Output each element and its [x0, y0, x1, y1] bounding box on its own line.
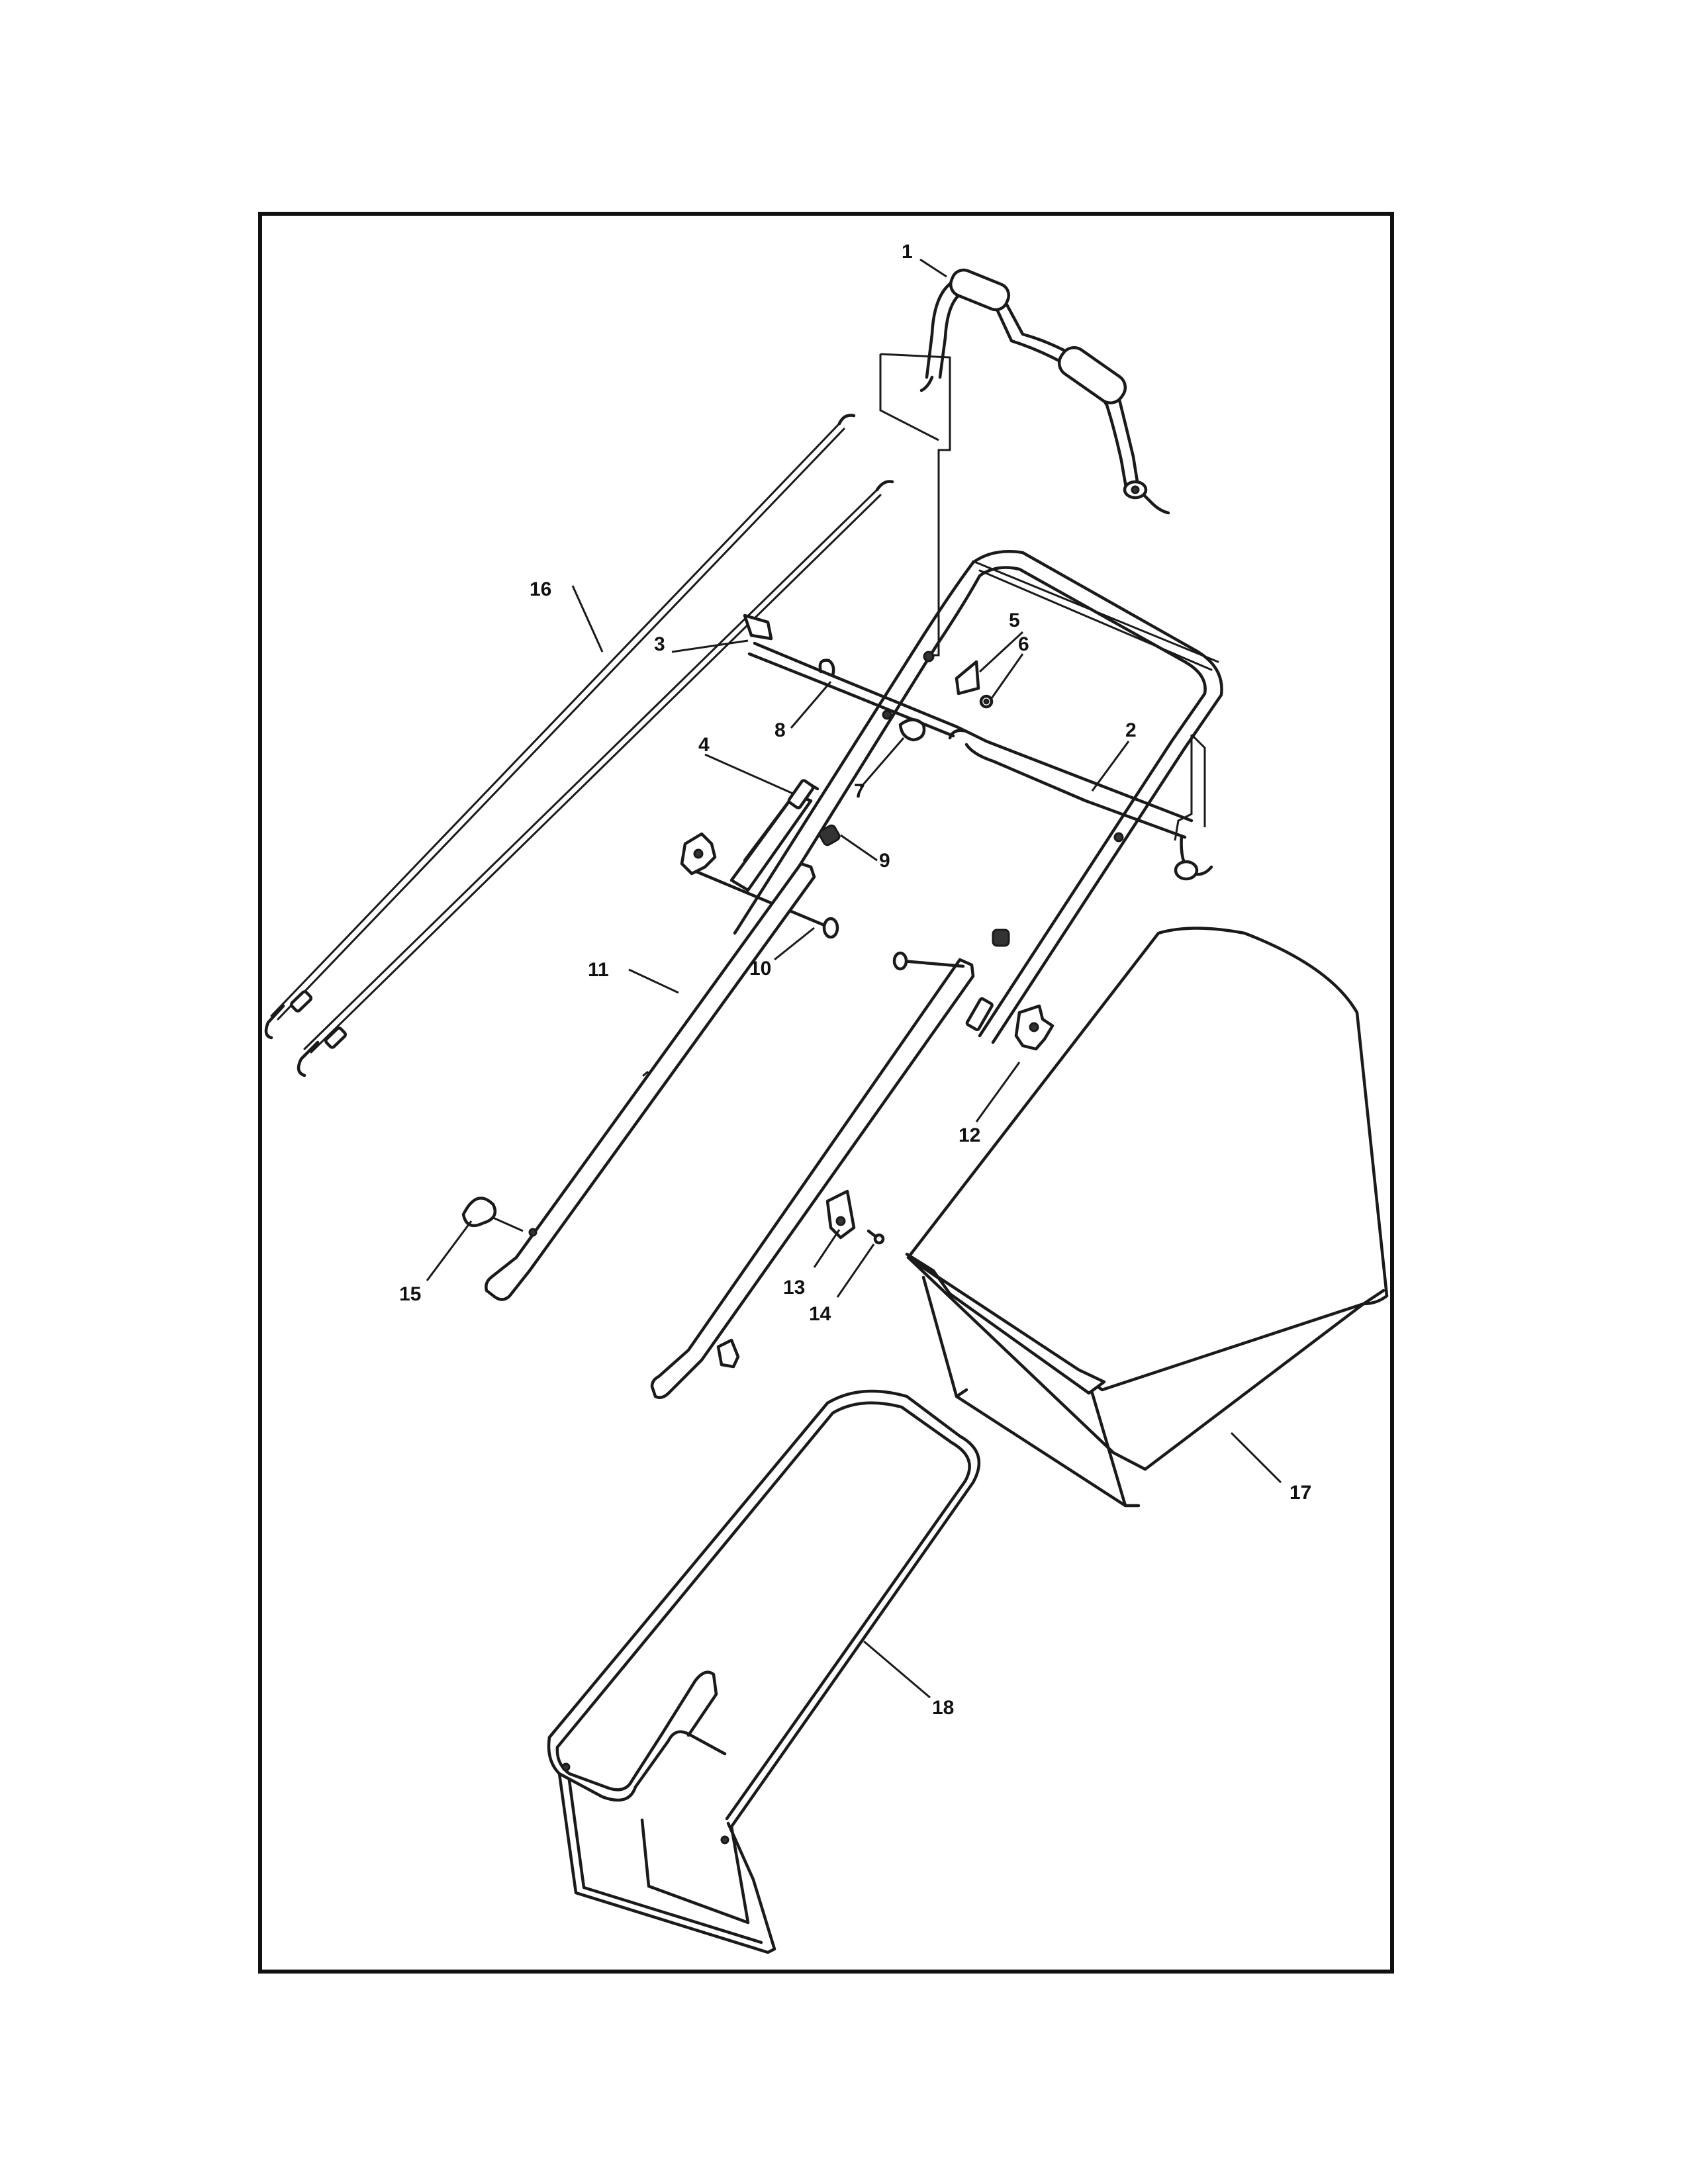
- part-2-crossbar: [747, 641, 1213, 881]
- callout-14: 14: [809, 1303, 831, 1325]
- upper-bolt-right: [892, 929, 1010, 971]
- callout-labels: 1 2 3 4 5 6 7 8 9 10 11 12 13 14 15 16 1…: [399, 241, 1311, 1719]
- part-3-cable: [297, 480, 894, 1077]
- part-9-nut: [818, 824, 841, 846]
- part-2-lower-handle: [733, 550, 1223, 1044]
- callout-7: 7: [854, 780, 865, 802]
- callout-11: 11: [588, 959, 609, 981]
- callout-2: 2: [1125, 719, 1137, 741]
- bottom-knob: [716, 1338, 740, 1369]
- callout-9: 9: [879, 850, 890, 872]
- part-14-screw: [867, 1229, 885, 1245]
- part-15-wing-nut: [461, 1197, 524, 1232]
- part-18-bag-frame: [547, 1389, 981, 1954]
- part-12-knob: [1014, 1004, 1055, 1051]
- part-8-clip: [818, 659, 835, 677]
- callout-18: 18: [932, 1697, 954, 1719]
- part-7-clamp: [882, 709, 926, 742]
- assembly-indicator-2: [1174, 733, 1206, 841]
- leader-lines: [426, 258, 1282, 1699]
- part-13-bracket: [825, 1189, 856, 1240]
- callout-5: 5: [1009, 610, 1020, 631]
- knob-upper: [680, 832, 717, 876]
- part-4-bracket: [729, 614, 820, 892]
- part-17-grass-bag: [905, 927, 1389, 1508]
- part-11-right-tube: [650, 958, 994, 1399]
- callout-12: 12: [959, 1124, 980, 1146]
- callout-16: 16: [530, 578, 551, 600]
- part-6-screw: [979, 694, 994, 709]
- part-11-left-tube: [485, 862, 816, 1301]
- callout-15: 15: [399, 1283, 421, 1305]
- callout-4: 4: [698, 734, 710, 756]
- callout-1: 1: [902, 241, 913, 263]
- callout-17: 17: [1289, 1482, 1311, 1504]
- assembly-indicator-1: [879, 353, 951, 657]
- part-16-cable: [264, 414, 856, 1040]
- part-10-bolt: [686, 866, 839, 939]
- callout-3: 3: [654, 633, 665, 655]
- part-1-upper-handle: [919, 268, 1170, 515]
- diagram-frame: [258, 212, 1394, 1974]
- callout-8: 8: [774, 719, 786, 741]
- callout-13: 13: [783, 1277, 805, 1298]
- callout-6: 6: [1018, 633, 1029, 655]
- callout-10: 10: [749, 958, 771, 979]
- part-5-clip: [955, 660, 980, 696]
